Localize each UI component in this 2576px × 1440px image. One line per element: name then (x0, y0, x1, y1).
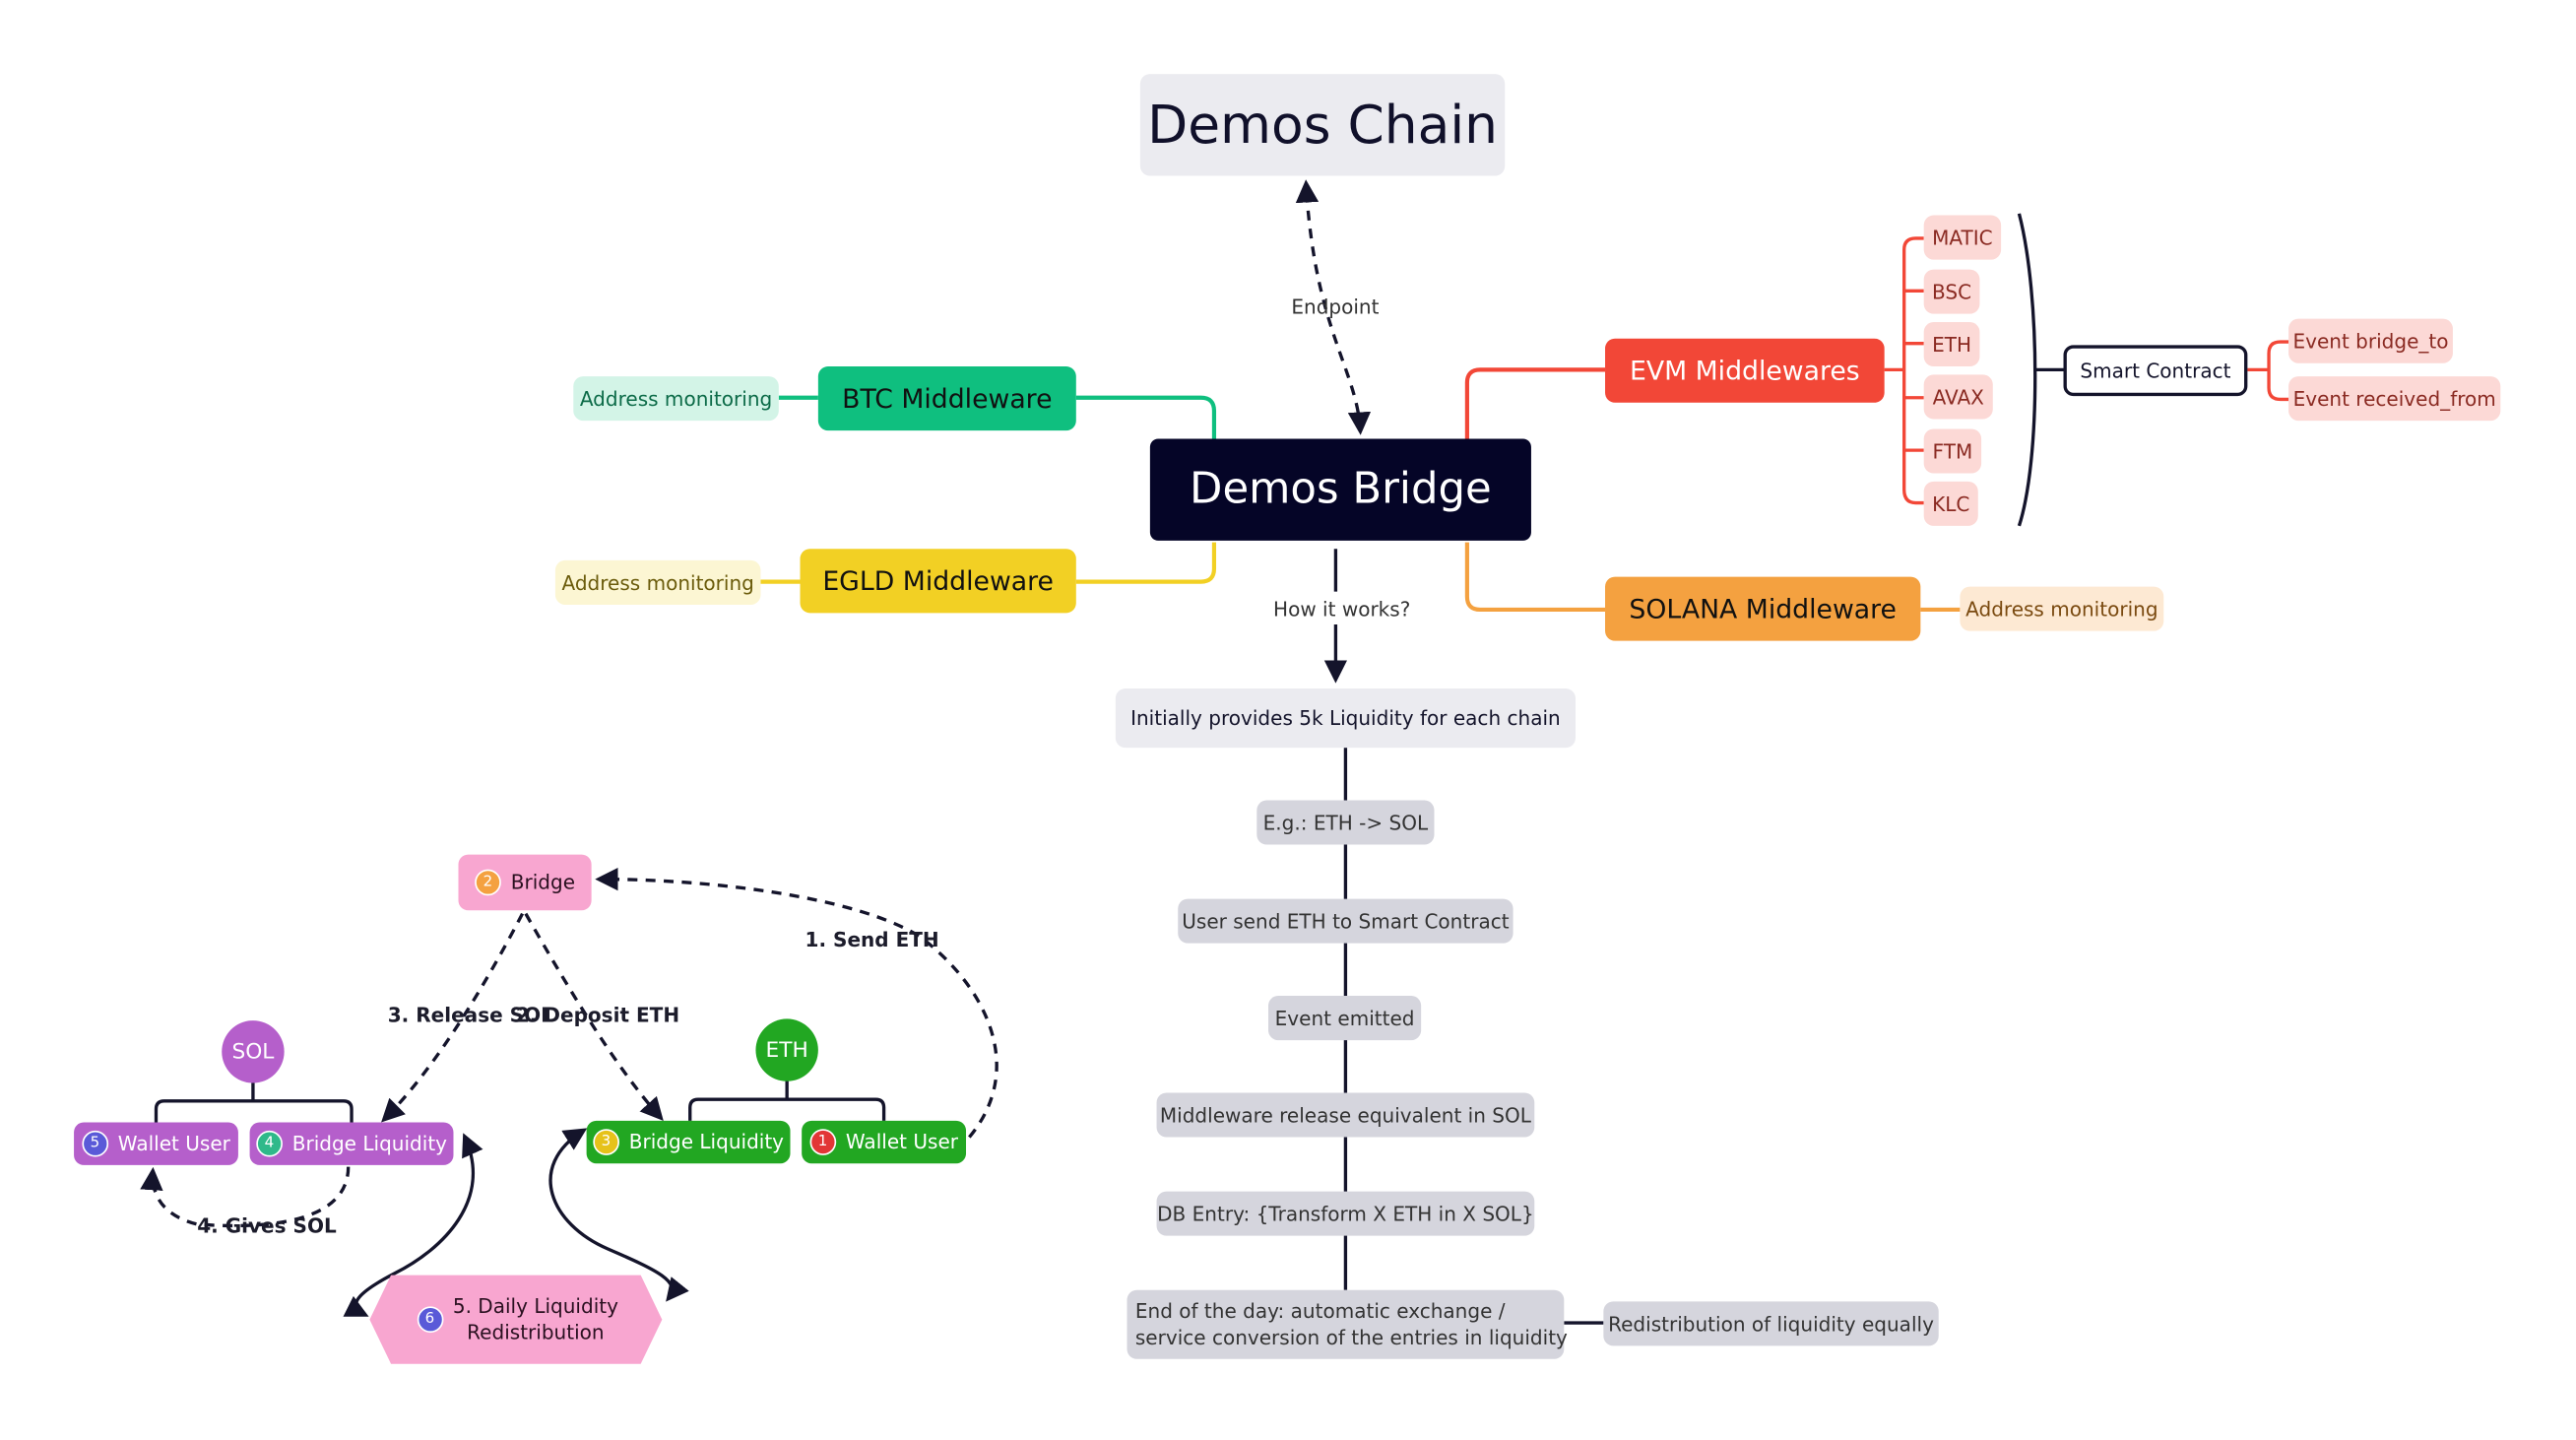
chain-eth[interactable]: ETH (1923, 322, 1980, 367)
chain-klc[interactable]: KLC (1923, 481, 1978, 526)
mini-bridge-label: Bridge (510, 871, 576, 894)
sol-bridge-liquidity-label: Bridge Liquidity (291, 1132, 448, 1155)
evm-bracket (1884, 236, 1924, 505)
egld-address-monitoring[interactable]: Address monitoring (554, 559, 761, 605)
solana-address-monitoring[interactable]: Address monitoring (1960, 586, 2164, 631)
evm-middlewares-node[interactable]: EVM Middlewares (1605, 338, 1885, 403)
step-3-icon: 3 (593, 1129, 619, 1155)
chain-brace (2017, 213, 2037, 527)
chain-avax[interactable]: AVAX (1923, 374, 1993, 420)
eth-wallet-user[interactable]: 1 Wallet User (802, 1120, 967, 1164)
sol-tree (154, 1080, 354, 1123)
egld-middleware-node[interactable]: EGLD Middleware (800, 549, 1076, 614)
end-of-day-line-1: End of the day: automatic exchange / (1134, 1299, 1506, 1324)
eth-redistribution-arrow (548, 1128, 689, 1302)
gives-sol-label: 4. Gives SOL (197, 1213, 337, 1238)
smart-contract-node[interactable]: Smart Contract (2063, 345, 2248, 397)
daily-line-2: Redistribution (467, 1321, 605, 1344)
chain-ftm[interactable]: FTM (1923, 428, 1982, 474)
flow-step-event[interactable]: Event emitted (1268, 996, 1422, 1041)
endpoint-connector (1295, 179, 1372, 435)
btc-connector (1075, 395, 1217, 441)
solana-connector (1464, 542, 1606, 613)
btc-middleware-node[interactable]: BTC Middleware (817, 366, 1076, 431)
release-sol-arrow (381, 912, 525, 1123)
endpoint-label: Endpoint (1291, 295, 1380, 319)
step-1-icon: 1 (809, 1129, 836, 1155)
eth-bridge-liquidity-label: Bridge Liquidity (628, 1130, 785, 1154)
eth-wallet-user-label: Wallet User (845, 1130, 958, 1154)
demos-bridge-node[interactable]: Demos Bridge (1149, 438, 1531, 541)
egld-connector (1075, 542, 1217, 584)
event-received-from[interactable]: Event received_from (2288, 376, 2501, 422)
demos-chain-node[interactable]: Demos Chain (1139, 74, 1506, 176)
end-of-day-line-2: service conversion of the entries in liq… (1134, 1326, 1568, 1349)
how-it-works-label: How it works? (1273, 598, 1411, 622)
evm-connector (1464, 367, 1606, 441)
flow-step-user-send[interactable]: User send ETH to Smart Contract (1178, 898, 1513, 944)
sol-bridge-liquidity[interactable]: 4 Bridge Liquidity (249, 1122, 454, 1165)
mini-bridge-node[interactable]: 2 Bridge (458, 854, 592, 911)
sol-circle[interactable]: SOL (222, 1020, 285, 1083)
eth-tree (688, 1080, 886, 1121)
daily-redistribution-shape (369, 1275, 663, 1364)
step-5-icon: 5 (82, 1130, 108, 1157)
eth-circle[interactable]: ETH (755, 1018, 818, 1081)
flow-step-end-of-day[interactable]: End of the day: automatic exchange / ser… (1127, 1289, 1568, 1359)
deposit-eth-arrow (524, 912, 664, 1121)
flow-step-middleware-release[interactable]: Middleware release equivalent in SOL (1156, 1092, 1535, 1138)
send-eth-label: 1. Send ETH (805, 928, 939, 952)
step-2-icon: 2 (475, 869, 501, 896)
event-connector (2247, 340, 2289, 402)
step-6-icon: 6 (417, 1306, 443, 1334)
send-eth-arrow (595, 867, 998, 1139)
daily-line-1: 5. Daily Liquidity (452, 1294, 618, 1319)
flow-step-example[interactable]: E.g.: ETH -> SOL (1256, 800, 1435, 845)
flow-step-db-entry[interactable]: DB Entry: {Transform X ETH in X SOL} (1156, 1191, 1535, 1236)
chain-bsc[interactable]: BSC (1923, 269, 1980, 314)
eth-bridge-liquidity[interactable]: 3 Bridge Liquidity (586, 1120, 791, 1164)
deposit-eth-label: 2. Deposit ETH (515, 1004, 680, 1027)
step-4-icon: 4 (256, 1130, 283, 1157)
flow-step-liquidity[interactable]: Initially provides 5k Liquidity for each… (1115, 688, 1576, 749)
release-sol-label: 3. Release SOL (387, 1004, 553, 1027)
sol-redistribution-arrow (343, 1133, 483, 1317)
flow-redistribution[interactable]: Redistribution of liquidity equally (1603, 1301, 1939, 1346)
gives-sol-arrow (140, 1166, 351, 1228)
btc-address-monitoring[interactable]: Address monitoring (573, 376, 779, 422)
event-bridge-to[interactable]: Event bridge_to (2288, 318, 2453, 363)
daily-redistribution-label[interactable]: 6 5. Daily Liquidity Redistribution (394, 1291, 640, 1347)
solana-middleware-node[interactable]: SOLANA Middleware (1605, 576, 1921, 641)
chain-matic[interactable]: MATIC (1923, 215, 2002, 260)
sol-wallet-user[interactable]: 5 Wallet User (74, 1122, 238, 1165)
sol-wallet-user-label: Wallet User (117, 1132, 230, 1155)
